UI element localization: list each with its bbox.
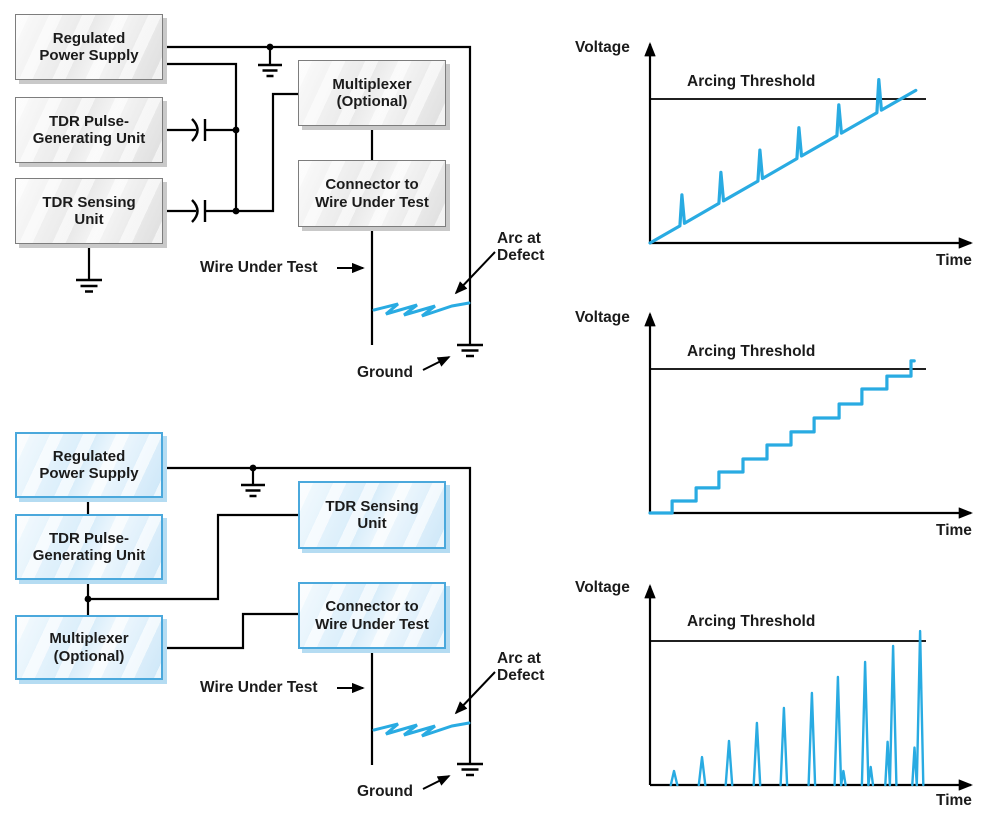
- box-label-line: Power Supply: [39, 465, 139, 482]
- voltage-axis-label: Voltage: [575, 39, 630, 56]
- ground-icon: [457, 762, 483, 777]
- ground-icon: [241, 468, 265, 498]
- arc-at-defect-label: Arc at Defect: [497, 650, 567, 684]
- box-label-line: TDR Sensing: [42, 193, 136, 211]
- chart-staircase: [644, 312, 973, 519]
- box-label-line: Multiplexer: [332, 75, 412, 93]
- box-tdr-sensing-unit-top: TDR Sensing Unit: [15, 178, 163, 244]
- box-label-line: (Optional): [53, 647, 125, 665]
- ground-icon: [457, 343, 483, 358]
- junction-dot: [232, 207, 240, 215]
- time-axis-label: Time: [936, 792, 972, 809]
- box-label-line: TDR Pulse-: [48, 112, 129, 130]
- arc-at-defect-label-line2: Defect: [497, 667, 545, 684]
- wire: [163, 612, 298, 650]
- arc-pointer-arrow: [454, 671, 496, 715]
- ground-icon: [76, 244, 102, 293]
- box-label-line: TDR Sensing: [325, 497, 419, 515]
- ground-pointer-arrow: [422, 775, 451, 790]
- ground-label: Ground: [357, 783, 413, 800]
- box-connector-bottom: Connector to Wire Under Test: [298, 582, 446, 649]
- ground-icon: [258, 47, 282, 78]
- arc-icon: [372, 721, 471, 738]
- box-regulated-power-supply-bottom: Regulated Power Supply: [15, 432, 163, 498]
- box-label-line: Multiplexer: [49, 630, 129, 647]
- arc-at-defect-label-line1: Arc at: [497, 230, 541, 247]
- box-multiplexer-top: Multiplexer (Optional): [298, 60, 446, 126]
- pulse: [888, 644, 898, 787]
- pulse: [833, 675, 843, 787]
- wire: [163, 466, 472, 763]
- arcing-threshold-label: Arcing Threshold: [687, 73, 816, 90]
- pulse-companion: [884, 740, 892, 787]
- box-label-line: Generating Unit: [32, 130, 146, 147]
- box-tdr-pulse-generating-unit-bottom: TDR Pulse- Generating Unit: [15, 514, 163, 580]
- box-label-line: Unit: [357, 515, 387, 532]
- time-axis-label: Time: [936, 522, 972, 539]
- box-label-line: (Optional): [336, 93, 408, 110]
- voltage-axis-label: Voltage: [575, 579, 630, 596]
- wire: [163, 62, 238, 211]
- box-label-line: Regulated: [52, 447, 126, 465]
- pulse: [779, 706, 789, 787]
- pulse-companion: [867, 765, 875, 787]
- wire-under-test-label: Wire Under Test: [200, 259, 318, 276]
- pulse: [724, 739, 734, 787]
- box-label-line: Regulated: [52, 29, 126, 47]
- pulse-companion: [911, 746, 918, 787]
- box-label-line: TDR Pulse-: [48, 529, 129, 547]
- arc-at-defect-label-line1: Arc at: [497, 650, 541, 667]
- pulse: [915, 629, 925, 787]
- voltage-axis-label: Voltage: [575, 309, 630, 326]
- capacitor-icon: [191, 199, 207, 223]
- diagram-bottom-wiring: [84, 464, 496, 790]
- chart-ramp-pulses: [644, 42, 973, 249]
- pulse: [807, 691, 817, 787]
- series-line: [648, 359, 916, 515]
- box-label-line: Connector to: [325, 176, 419, 193]
- time-axis-label: Time: [936, 252, 972, 269]
- pulse: [860, 660, 870, 787]
- arc-at-defect-label-line2: Defect: [497, 247, 545, 264]
- box-connector-top: Connector to Wire Under Test: [298, 160, 446, 227]
- box-regulated-power-supply-top: Regulated Power Supply: [15, 14, 163, 80]
- wire: [205, 92, 298, 213]
- box-multiplexer-bottom: Multiplexer (Optional): [15, 615, 163, 680]
- pulse: [752, 721, 762, 787]
- box-label-line: Connector to: [325, 598, 419, 615]
- box-label-line: Generating Unit: [32, 547, 146, 564]
- box-tdr-sensing-unit-bottom: TDR Sensing Unit: [298, 481, 446, 549]
- ground-pointer-arrow: [422, 356, 451, 371]
- box-tdr-pulse-generating-unit-top: TDR Pulse- Generating Unit: [15, 97, 163, 163]
- ground-label: Ground: [357, 364, 413, 381]
- wire: [163, 45, 472, 344]
- junction-dot: [232, 126, 240, 134]
- chart-discrete-pulses: [644, 584, 973, 791]
- wire: [88, 513, 298, 601]
- pulse: [669, 769, 679, 787]
- arcing-threshold-label: Arcing Threshold: [687, 613, 816, 630]
- box-label-line: Wire Under Test: [315, 193, 429, 211]
- capacitor-icon: [191, 118, 207, 142]
- pulse-companion: [839, 769, 847, 787]
- box-label-line: Power Supply: [39, 47, 139, 64]
- pulse: [697, 755, 707, 787]
- arc-icon: [372, 301, 471, 318]
- arc-at-defect-label: Arc at Defect: [497, 230, 567, 264]
- wire-under-test-label: Wire Under Test: [200, 679, 318, 696]
- box-label-line: Unit: [74, 211, 104, 228]
- series-line: [648, 77, 918, 245]
- junction-dot: [84, 595, 92, 603]
- box-label-line: Wire Under Test: [315, 615, 429, 633]
- diagram-top-wiring: [76, 43, 496, 371]
- arc-pointer-arrow: [454, 251, 496, 295]
- arcing-threshold-label: Arcing Threshold: [687, 343, 816, 360]
